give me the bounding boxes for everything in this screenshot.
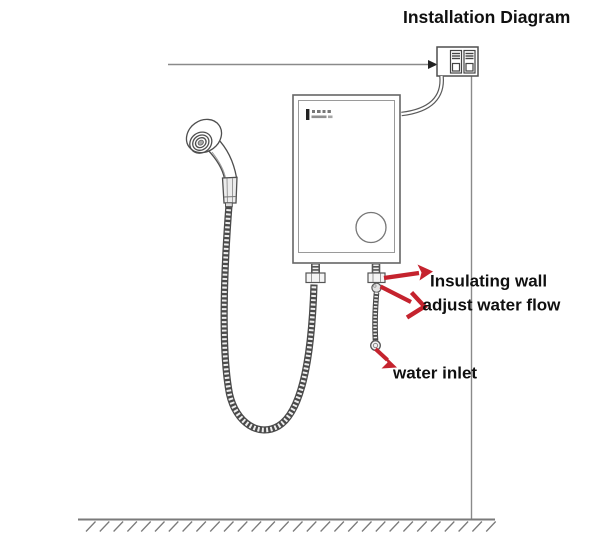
inlet-end-fitting xyxy=(370,340,381,351)
floor-hatch-mark xyxy=(292,521,303,532)
floor-hatch-mark xyxy=(333,521,345,532)
floor-hatch-mark xyxy=(154,521,165,532)
water-heater xyxy=(292,94,401,264)
floor-hatch-mark xyxy=(126,521,138,532)
inlet-fitting xyxy=(367,264,386,293)
floor-hatch-mark xyxy=(485,521,497,532)
floor-hatch-mark xyxy=(182,521,193,532)
shower-head-face xyxy=(185,118,223,154)
floor-hatch-mark xyxy=(320,521,331,532)
floor-hatch-mark xyxy=(471,521,483,532)
floor-hatch-mark xyxy=(223,521,234,532)
floor-hatch-mark xyxy=(140,521,152,532)
inlet-hose xyxy=(370,292,381,351)
heater-brand-logo xyxy=(306,109,333,120)
shower-head xyxy=(185,118,238,208)
switch-module-icon xyxy=(449,49,463,74)
floor-hatch-mark xyxy=(389,521,400,532)
arrow-water-inlet-icon xyxy=(374,347,397,369)
page-title: Installation Diagram xyxy=(403,7,570,27)
shower-hose-connector xyxy=(221,176,238,204)
floor-hatch-mark xyxy=(264,521,276,532)
inlet-valve-ball xyxy=(371,282,382,293)
floor-hatch-mark xyxy=(416,521,428,532)
label-adjust-water-flow: adjust water flow xyxy=(423,296,562,315)
floor-hatch-mark xyxy=(278,521,290,532)
heater-control-dial xyxy=(355,211,387,244)
wall-switch-box xyxy=(436,46,479,77)
floor-hatch-mark xyxy=(361,521,372,532)
label-insulating-wall: Insulating wall xyxy=(430,272,547,291)
floor-hatching xyxy=(85,521,497,532)
floor-hatch-mark xyxy=(99,521,110,532)
floor-hatch-mark xyxy=(306,521,317,532)
shower-hose-loop xyxy=(220,204,318,434)
label-water-inlet: water inlet xyxy=(392,364,477,383)
floor-hatch-mark xyxy=(168,521,179,532)
floor-hatch-mark xyxy=(444,521,455,532)
floor-hatch-mark xyxy=(375,521,386,532)
arrow-insulating-wall-icon xyxy=(383,264,433,281)
floor-hatch-mark xyxy=(237,521,248,532)
floor-hatch-mark xyxy=(85,521,96,532)
switch-module-icon xyxy=(463,49,476,74)
outlet-fitting xyxy=(305,264,326,284)
floor-hatch-mark xyxy=(430,521,441,532)
power-line-arrowhead-icon xyxy=(428,60,438,69)
power-conduit xyxy=(401,75,444,117)
floor-hatch-mark xyxy=(209,521,221,532)
structure-lines xyxy=(78,60,497,532)
floor-hatch-mark xyxy=(402,521,414,532)
floor-hatch-mark xyxy=(113,521,124,532)
floor-hatch-mark xyxy=(458,521,469,532)
annotation-arrows xyxy=(374,264,433,369)
arrow-adjust-water-flow-icon xyxy=(379,284,428,320)
floor-hatch-mark xyxy=(347,521,359,532)
hose-neck xyxy=(225,202,233,208)
floor-hatch-mark xyxy=(251,521,262,532)
floor-hatch-mark xyxy=(195,521,207,532)
